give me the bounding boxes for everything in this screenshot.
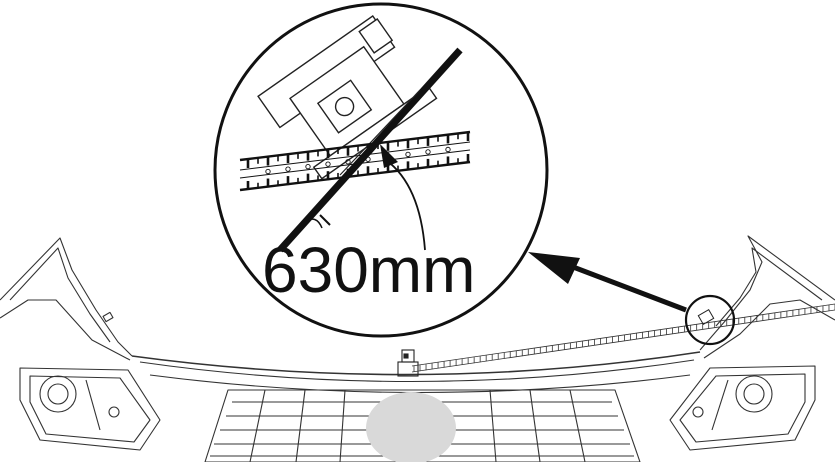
hood-inner-edge [139, 359, 695, 383]
magnifier-callout: 630mm [213, 2, 549, 338]
right-fender-inner [715, 247, 823, 327]
ruler-mark [285, 166, 291, 172]
bumper-upper [149, 374, 691, 394]
logo-placeholder [366, 392, 456, 462]
left-body-edge [0, 299, 131, 361]
right-clamp [697, 308, 715, 326]
magnified-ruler [239, 130, 471, 192]
measurement-pointer-arc [385, 159, 426, 251]
ruler-mark [345, 159, 351, 165]
right-fender-outline [699, 235, 835, 351]
magnified-edge-line [277, 47, 463, 253]
left-fender-inner [9, 247, 111, 343]
ruler-mark [265, 168, 271, 175]
ruler-mark [445, 146, 451, 153]
left-hood-tab [102, 311, 114, 323]
ruler-mark [365, 156, 371, 162]
pointer-arrow [528, 252, 687, 313]
center-clamp [397, 349, 419, 377]
ruler-mark [325, 161, 331, 167]
magnified-thin-line [339, 89, 421, 176]
measurement-label: 630mm [262, 234, 475, 306]
left-fender-outline [0, 237, 133, 357]
left-headlight [19, 367, 161, 451]
angle-mark [304, 218, 323, 229]
ruler-mark [425, 149, 431, 155]
ruler-mark [305, 163, 311, 170]
measuring-tape [411, 303, 835, 373]
ruler-mark [405, 151, 411, 158]
measurement-pointer-head [380, 144, 398, 168]
zoom-source-circle [684, 294, 736, 346]
magnified-clamp [257, 15, 438, 180]
right-headlight [669, 365, 816, 451]
right-body-edge [703, 299, 835, 359]
